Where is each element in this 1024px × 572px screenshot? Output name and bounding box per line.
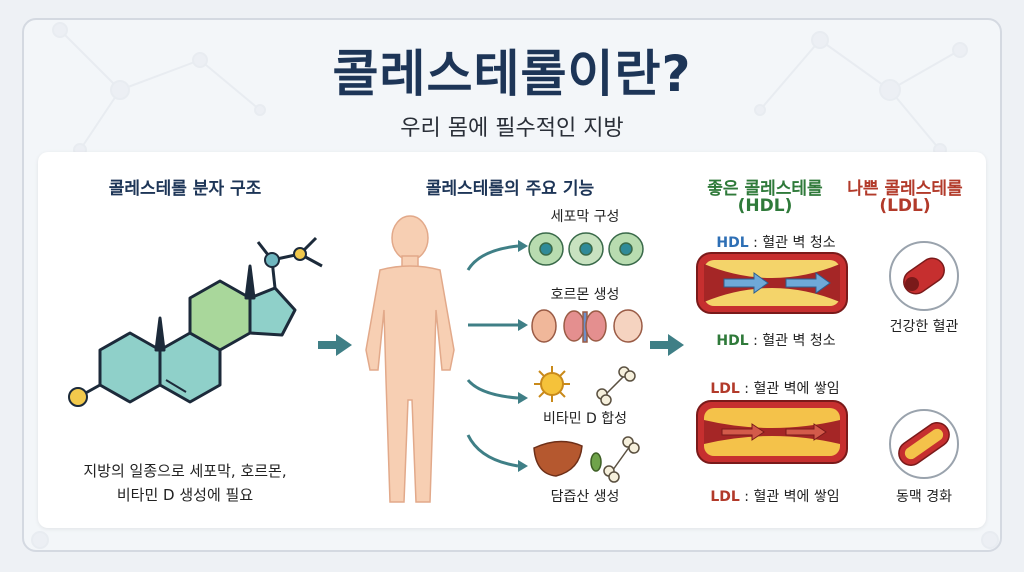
page-title: 콜레스테롤이란?	[332, 45, 692, 103]
ldl-label-bottom: LDL : 혈관 벽에 쌓임	[710, 489, 840, 505]
hdl-label-bottom: HDL : 혈관 벽 청소	[716, 333, 836, 349]
molecule-caption-line1: 지방의 일종으로 세포막, 호르몬,	[83, 462, 287, 480]
healthy-artery-icon	[889, 241, 959, 311]
flow-arrow-right-icon-2	[650, 334, 684, 356]
function-label-cell-membrane: 세포막 구성	[550, 209, 620, 225]
atherosclerosis-artery-icon	[889, 409, 959, 479]
functions-heading: 콜레스테롤의 주요 기능	[425, 179, 595, 199]
flow-arrow-right-icon	[318, 334, 352, 356]
cell-icon	[528, 232, 644, 266]
organ-glands-icon	[531, 309, 643, 343]
cholesterol-molecule-diagram	[68, 236, 323, 407]
liver-gallbladder-icon	[533, 436, 640, 483]
molecule-caption-line2: 비타민 D 생성에 필요	[116, 486, 254, 504]
function-arrows	[466, 240, 528, 472]
ldl-clogged-vessel-icon	[696, 400, 848, 464]
ldl-heading-line1: 나쁜 콜레스테롤	[847, 179, 963, 199]
hdl-result: 건강한 혈관	[889, 319, 959, 335]
hdl-label-top: HDL : 혈관 벽 청소	[716, 235, 836, 251]
function-label-hormone: 호르몬 생성	[550, 287, 620, 303]
sun-and-bone-icon	[534, 366, 636, 406]
hdl-heading-line1: 좋은 콜레스테롤	[707, 179, 823, 199]
molecule-heading: 콜레스테롤 분자 구조	[108, 179, 262, 199]
function-label-vitamin-d: 비타민 D 합성	[542, 411, 628, 427]
ldl-heading-line2: (LDL)	[879, 196, 931, 216]
human-body-silhouette-icon	[365, 215, 455, 503]
page-subtitle: 우리 몸에 필수적인 지방	[400, 116, 624, 141]
ldl-label-top: LDL : 혈관 벽에 쌓임	[710, 381, 840, 397]
ldl-result: 동맥 경화	[896, 489, 952, 505]
function-label-bile-acid: 담즙산 생성	[550, 489, 620, 505]
hdl-heading-line2: (HDL)	[737, 196, 793, 216]
hdl-clean-vessel-icon	[696, 252, 848, 314]
